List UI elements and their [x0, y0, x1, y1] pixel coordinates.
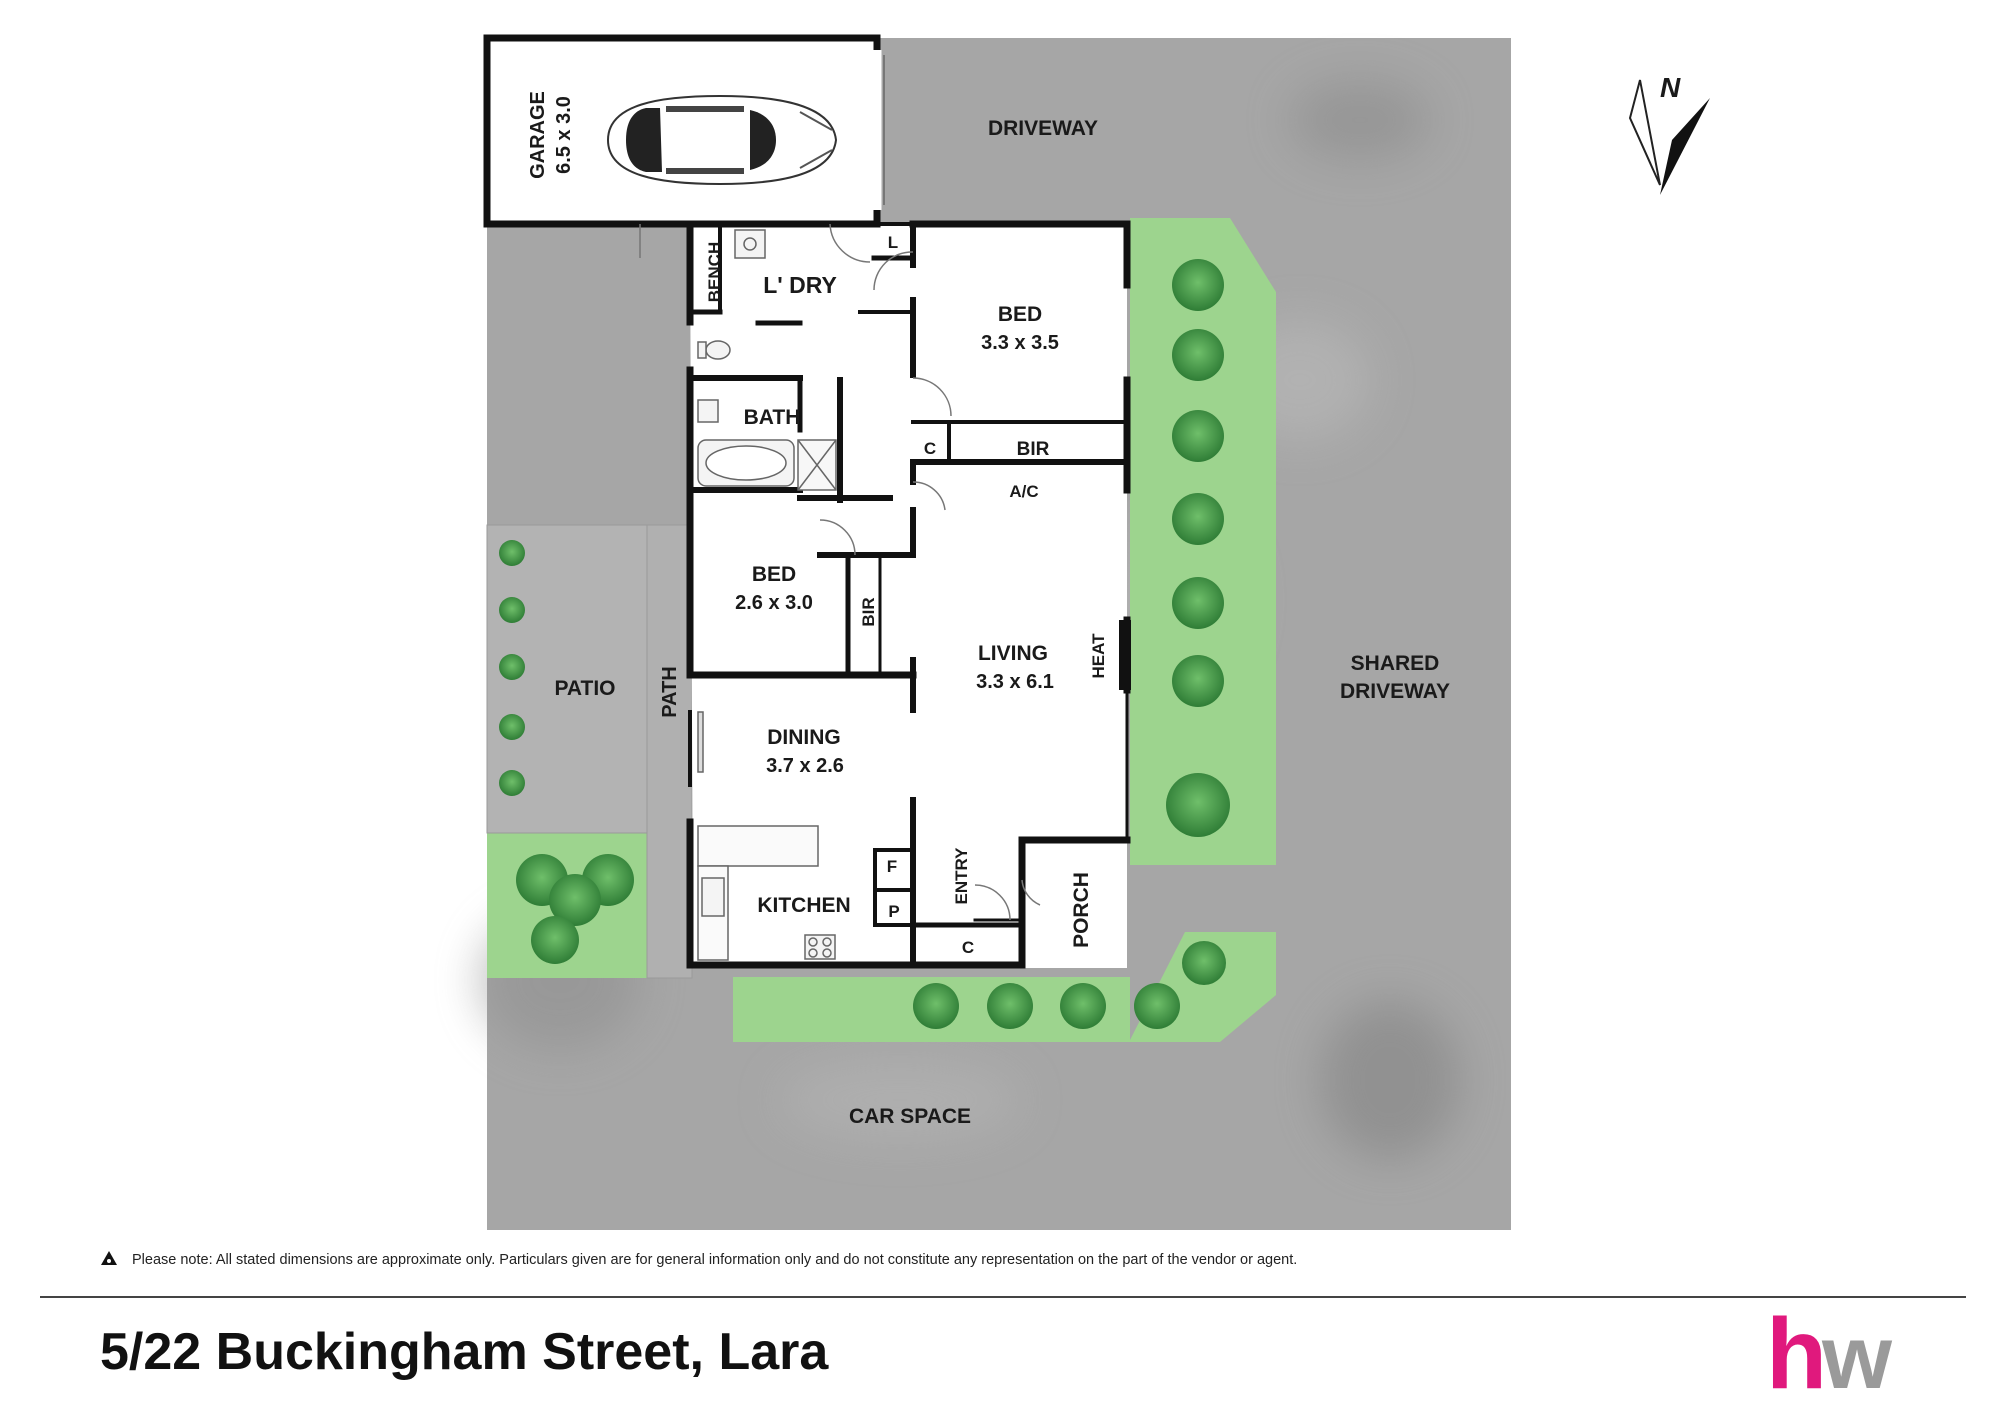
bed2-name: BED — [752, 563, 796, 586]
warning-icon — [100, 1250, 118, 1270]
living-dims: 3.3 x 6.1 — [976, 671, 1054, 693]
dining-dims: 3.7 x 2.6 — [766, 755, 844, 777]
bed2-dims: 2.6 x 3.0 — [735, 592, 813, 614]
bath-label: BATH — [744, 406, 801, 429]
path-paving — [646, 524, 693, 979]
bir2-label: BIR — [859, 597, 878, 626]
trees — [499, 259, 1230, 1029]
garage — [483, 34, 885, 228]
pantry-label: P — [888, 902, 899, 921]
fridge-label: F — [887, 857, 897, 876]
disclaimer: Please note: All stated dimensions are a… — [100, 1250, 1297, 1274]
sink-icon — [701, 877, 725, 917]
kitchen-label: KITCHEN — [757, 894, 850, 917]
garage-dims: 6.5 x 3.0 — [553, 96, 575, 174]
brand-letter-h: h — [1766, 1300, 1827, 1396]
kitchen-bench — [697, 825, 819, 867]
bed1-dims: 3.3 x 3.5 — [981, 332, 1059, 354]
fixtures — [697, 229, 837, 961]
entry-label: ENTRY — [952, 847, 971, 905]
laundry-label: L' DRY — [763, 272, 837, 298]
brand-letter-w: w — [1821, 1308, 1893, 1396]
property-address: 5/22 Buckingham Street, Lara — [100, 1323, 829, 1381]
garage-name: GARAGE — [527, 91, 549, 179]
driveway-label: DRIVEWAY — [988, 117, 1098, 140]
dining-name: DINING — [767, 726, 841, 749]
cupboard2-label: C — [962, 938, 974, 957]
disclaimer-text: Please note: All stated dimensions are a… — [132, 1251, 1298, 1268]
room-labels: GARAGE 6.5 x 3.0 DRIVEWAY L' DRY BENCH L… — [527, 91, 1450, 1128]
car-icon — [606, 94, 838, 186]
path-label: PATH — [659, 666, 681, 717]
north-arrow: N — [1628, 72, 1710, 195]
shared-driveway-line2: DRIVEWAY — [1340, 680, 1450, 703]
linen-label: L — [888, 233, 898, 252]
patio-label: PATIO — [554, 677, 615, 700]
walls — [686, 220, 1131, 969]
bench-label: BENCH — [705, 242, 724, 302]
door-swings — [639, 223, 1041, 921]
cupboard1-label: C — [924, 439, 936, 458]
footer-divider — [40, 1296, 1966, 1298]
sliding-door — [697, 711, 704, 773]
laundry-tub — [734, 229, 766, 259]
car-space-label: CAR SPACE — [849, 1105, 971, 1128]
bed1-name: BED — [998, 303, 1042, 326]
brand-logo: h w — [1766, 1300, 1893, 1396]
basin-icon — [697, 399, 719, 423]
north-label: N — [1660, 72, 1681, 103]
floor-plan: N GARAGE 6.5 x 3.0 DRIVEWAY L' DRY BENCH… — [480, 34, 1710, 1230]
heat-label: HEAT — [1089, 633, 1108, 679]
living-name: LIVING — [978, 642, 1048, 665]
shared-driveway-line1: SHARED — [1351, 652, 1440, 675]
ac-label: A/C — [1009, 482, 1038, 501]
porch-label: PORCH — [1070, 872, 1093, 948]
toilet-icon — [705, 340, 731, 360]
bir1-label: BIR — [1017, 439, 1050, 460]
